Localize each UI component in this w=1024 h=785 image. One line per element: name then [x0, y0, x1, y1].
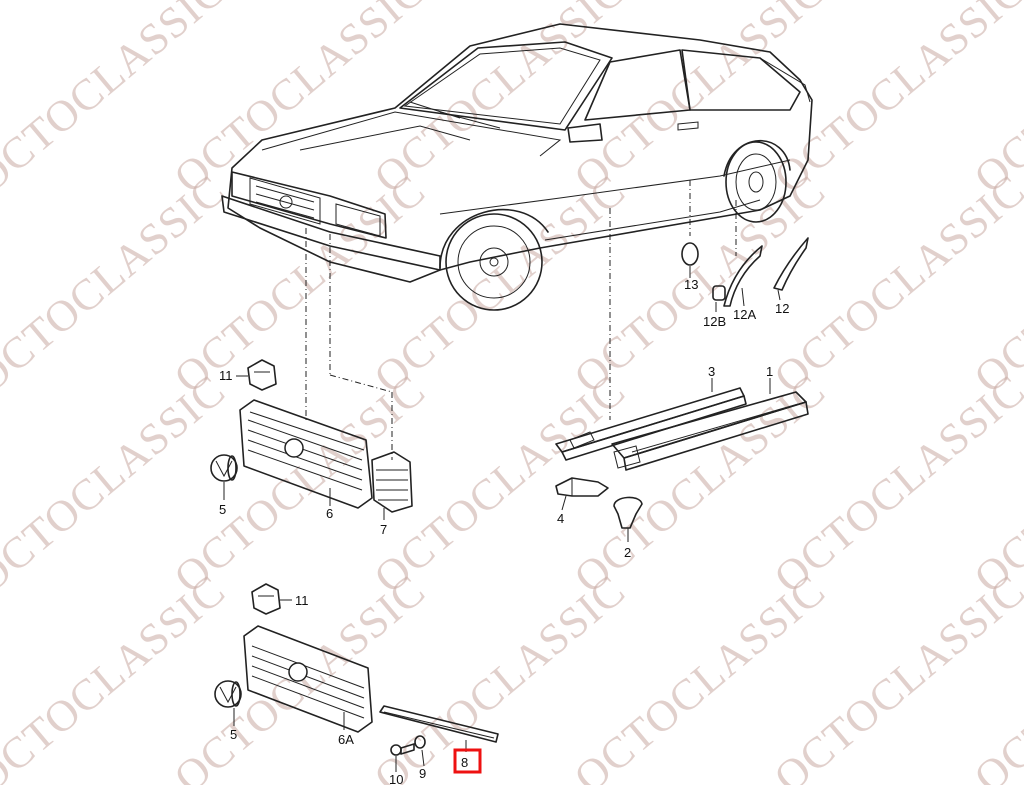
callout-5-upper[interactable]: 5 [219, 502, 226, 517]
part-10-screw[interactable] [390, 743, 415, 772]
part-7-side-grille[interactable] [371, 451, 413, 520]
part-3-sill-trim[interactable] [555, 378, 747, 461]
callout-8[interactable]: 8 [461, 755, 468, 770]
callout-5-lower[interactable]: 5 [230, 727, 237, 742]
car-illustration [221, 23, 813, 311]
callout-6a[interactable]: 6A [338, 732, 354, 747]
callout-9[interactable]: 9 [419, 766, 426, 781]
part-6-grille[interactable] [239, 399, 373, 509]
callout-2[interactable]: 2 [624, 545, 631, 560]
callout-labels: 13 12B 12A 12 3 1 4 2 11 5 6 7 11 5 6A 1… [219, 277, 789, 785]
callout-3[interactable]: 3 [708, 364, 715, 379]
callout-13[interactable]: 13 [684, 277, 698, 292]
callout-6[interactable]: 6 [326, 506, 333, 521]
callout-12b[interactable]: 12B [703, 314, 726, 329]
part-1-sill-trim[interactable] [611, 378, 809, 471]
part-5-emblem-upper[interactable] [210, 454, 238, 500]
part-5-emblem-lower[interactable] [214, 680, 242, 726]
callout-12[interactable]: 12 [775, 301, 789, 316]
part-11-clip-lower[interactable] [251, 583, 292, 615]
callout-11-upper[interactable]: 11 [219, 368, 233, 383]
part-6a-grille[interactable] [243, 625, 373, 733]
part-13-plug[interactable] [681, 242, 699, 278]
part-4-bracket[interactable] [555, 477, 609, 511]
part-12b-clip[interactable] [712, 285, 726, 312]
part-8-highlight [453, 748, 482, 774]
callout-1[interactable]: 1 [766, 364, 773, 379]
callout-12a[interactable]: 12A [733, 307, 756, 322]
callout-10[interactable]: 10 [389, 772, 403, 785]
callout-7[interactable]: 7 [380, 522, 387, 537]
callout-4[interactable]: 4 [557, 511, 564, 526]
part-2-clip[interactable] [613, 496, 643, 542]
leader-lines [305, 180, 737, 460]
part-11-clip-upper[interactable] [236, 359, 277, 391]
part-12a-trim[interactable] [723, 245, 763, 307]
part-12-trim[interactable] [773, 237, 809, 301]
callout-11-lower[interactable]: 11 [295, 593, 309, 608]
part-9-washer[interactable] [414, 735, 426, 767]
